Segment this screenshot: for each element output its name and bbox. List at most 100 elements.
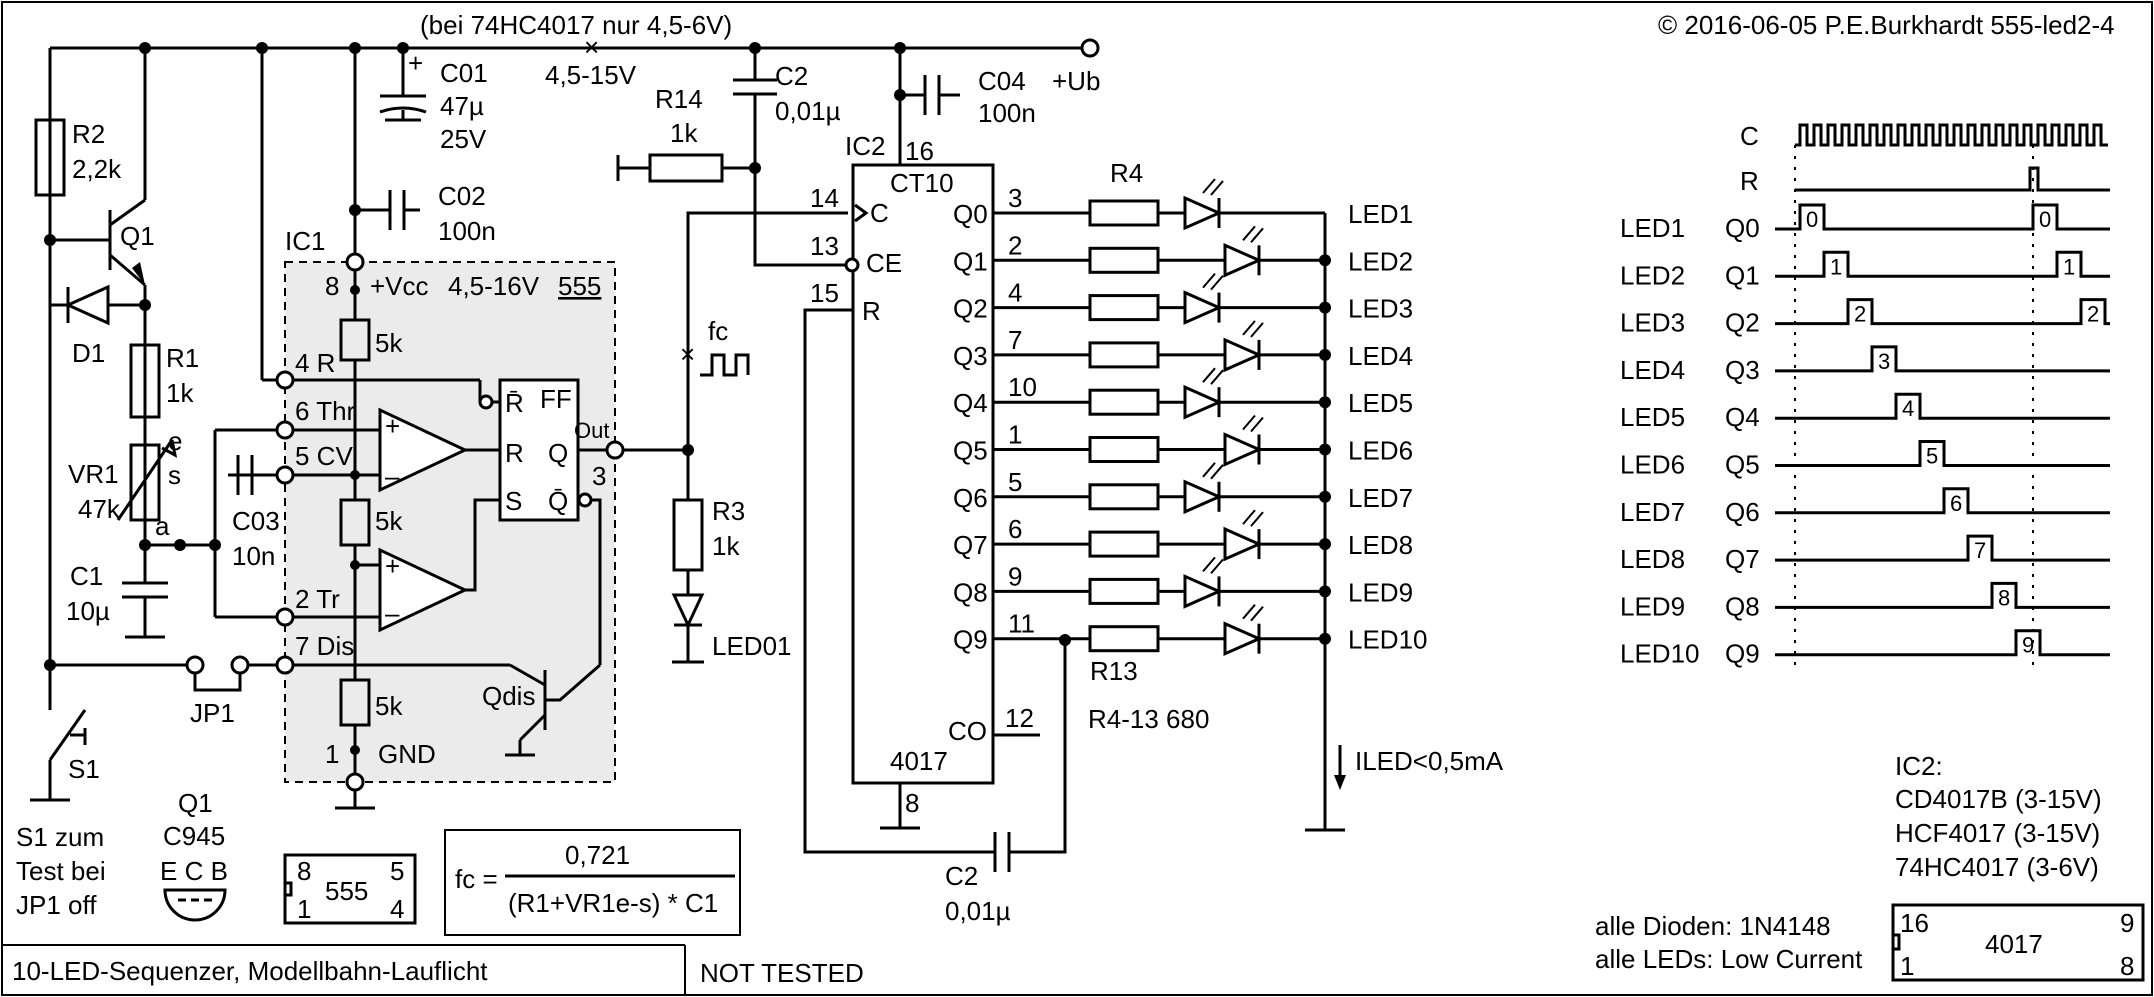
svg-text:5k: 5k	[375, 691, 403, 721]
led-symbol	[1223, 242, 1263, 278]
svg-text:C02: C02	[438, 181, 486, 211]
svg-text:10n: 10n	[232, 541, 275, 571]
svg-text:S1: S1	[68, 754, 100, 784]
svg-text:CE: CE	[866, 248, 902, 278]
svg-text:16: 16	[1900, 908, 1929, 938]
led-label: LED3	[1348, 294, 1413, 324]
svg-text:C04: C04	[978, 66, 1026, 96]
timing-row: LED9 Q8 8	[1620, 581, 2110, 621]
q-label: Q2	[953, 294, 988, 324]
footer-title: 10-LED-Sequenzer, Modellbahn-Lauflicht	[12, 956, 488, 986]
r2-resistor	[34, 118, 66, 197]
timing-step: 8	[1998, 585, 2010, 610]
svg-text:+Vcc: +Vcc	[370, 271, 429, 301]
svg-text:R̄: R̄	[505, 388, 524, 418]
svg-text:S: S	[505, 486, 522, 516]
timing-led-label: LED4	[1620, 355, 1685, 385]
svg-text:8: 8	[905, 788, 919, 818]
pin-number: 2	[1008, 230, 1022, 260]
svg-text:3: 3	[592, 461, 606, 491]
to92-package	[163, 888, 227, 922]
svg-text:Q1: Q1	[178, 788, 213, 818]
led-label: LED6	[1348, 436, 1413, 466]
timing-led-label: LED7	[1620, 497, 1685, 527]
svg-text:ILED<0,5mA: ILED<0,5mA	[1355, 746, 1504, 776]
svg-text:7 Dis: 7 Dis	[295, 631, 354, 661]
svg-text:5 CV: 5 CV	[295, 441, 353, 471]
timing-step: 2	[1854, 302, 1866, 327]
svg-text:14: 14	[810, 183, 839, 213]
led-symbol	[1183, 290, 1223, 325]
q-label: Q0	[953, 199, 988, 229]
pin-number: 7	[1008, 325, 1022, 355]
timing-q-label: Q8	[1725, 591, 1760, 621]
svg-text:5k: 5k	[375, 506, 403, 536]
svg-text:9: 9	[2120, 908, 2134, 938]
led-symbol	[1183, 574, 1223, 609]
q-label: Q6	[953, 483, 988, 513]
led-resistor	[1088, 341, 1160, 369]
svg-text:R: R	[862, 296, 881, 326]
s1-switch[interactable]	[48, 709, 87, 761]
svg-text:R2: R2	[72, 119, 105, 149]
led-label: LED5	[1348, 388, 1413, 418]
svg-text:s: s	[168, 460, 181, 490]
svg-text:e: e	[168, 426, 182, 456]
svg-text:1k: 1k	[166, 378, 194, 408]
svg-text:16: 16	[905, 136, 934, 166]
svg-text:FF: FF	[540, 384, 572, 414]
timing-led-label: LED2	[1620, 260, 1685, 290]
timing-step: 4	[1902, 396, 1914, 421]
svg-text:5k: 5k	[375, 328, 403, 358]
led01	[671, 593, 705, 629]
timing-q-label: Q6	[1725, 497, 1760, 527]
r3-resistor	[672, 498, 704, 572]
timing-step: 9	[2022, 633, 2034, 658]
timing-step: 1	[1830, 254, 1842, 279]
led-symbol	[1223, 621, 1263, 657]
led-label: LED1	[1348, 199, 1413, 229]
svg-text:×: ×	[680, 339, 695, 369]
svg-text:R4-13 680: R4-13 680	[1088, 704, 1209, 734]
svg-text:100n: 100n	[438, 216, 496, 246]
vplus-terminal	[1080, 38, 1100, 58]
svg-text:Q: Q	[548, 438, 568, 468]
svg-text:JP1 off: JP1 off	[16, 890, 97, 920]
comparator-upper	[378, 407, 469, 493]
svg-text:6 Thr: 6 Thr	[295, 396, 356, 426]
led-label: LED10	[1348, 625, 1428, 655]
timing-step: 3	[1878, 349, 1890, 374]
svg-text:8: 8	[2120, 951, 2134, 981]
svg-text:R13: R13	[1090, 656, 1138, 686]
svg-text:C: C	[870, 198, 889, 228]
vplus-label: +Ub	[1052, 66, 1100, 96]
svg-text:R1: R1	[166, 343, 199, 373]
svg-text:12: 12	[1005, 703, 1034, 733]
svg-text:100n: 100n	[978, 98, 1036, 128]
vr1-potentiometer	[129, 443, 161, 522]
svg-text:LED01: LED01	[712, 631, 792, 661]
svg-text:CD4017B (3-15V): CD4017B (3-15V)	[1895, 784, 2102, 814]
timing-led-label: LED5	[1620, 402, 1685, 432]
svg-text:a: a	[155, 511, 170, 541]
q-label: Q9	[953, 625, 988, 655]
pin-number: 10	[1008, 372, 1037, 402]
svg-text:C2: C2	[945, 861, 978, 891]
timing-step: 6	[1950, 491, 1962, 516]
svg-text:4,5-16V: 4,5-16V	[448, 271, 540, 301]
led-resistor	[1088, 436, 1160, 463]
timing-led-label: LED9	[1620, 591, 1685, 621]
svg-text:Qdis: Qdis	[482, 681, 535, 711]
svg-text:C01: C01	[440, 58, 488, 88]
led-label: LED2	[1348, 246, 1413, 276]
